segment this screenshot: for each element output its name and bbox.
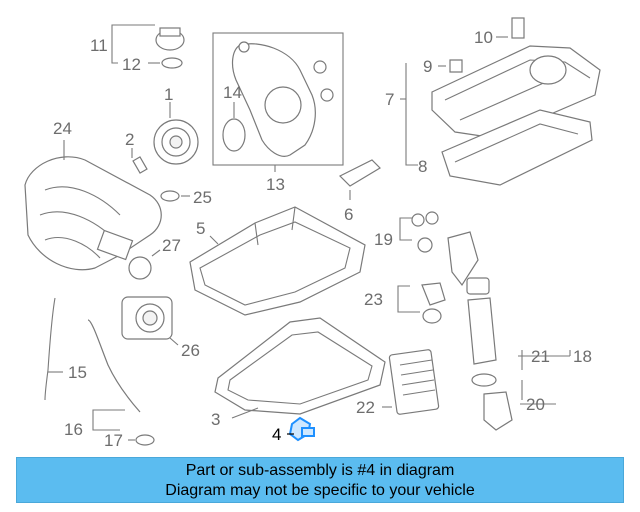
group-box-13 [212,32,344,166]
callout-1: 1 [164,85,173,104]
filter-cap-20 [483,391,513,431]
part-notice-banner: Part or sub-assembly is #4 in diagram Di… [16,457,624,503]
callout-25: 25 [193,188,212,207]
o-ring-17 [135,434,155,446]
bolt-9 [449,59,463,73]
seal-23 [421,282,446,306]
callout-9: 9 [423,57,432,76]
dipstick-tube [87,319,141,413]
callout-8: 8 [418,157,427,176]
cover-plug [320,88,334,102]
callout-15: 15 [68,363,87,382]
callout-18: 18 [573,347,592,366]
gasket-25 [160,190,180,202]
sensor-6 [338,159,381,187]
callout-26: 26 [181,341,200,360]
callout-16: 16 [64,420,83,439]
callout-12: 12 [122,55,141,74]
callout-27: 27 [162,236,181,255]
bolt-2 [131,148,148,174]
callout-23: 23 [364,290,383,309]
timing-cover-bolt [238,41,250,53]
callout-19: 19 [374,230,393,249]
oil-filler-cap [111,24,185,69]
banner-line-2: Diagram may not be specific to your vehi… [165,482,475,499]
oil-filter-group [397,211,571,431]
drain-plug-4 [287,416,315,442]
seal-ring-14 [222,118,246,152]
callout-14: 14 [223,83,242,102]
cover-plug [313,60,327,74]
filter-housing [447,231,479,287]
throttle-body [121,296,179,346]
callout-labels: 1 2 3 4 5 6 7 8 9 10 11 12 13 14 15 16 1… [53,28,592,450]
valve-cover-group [400,17,601,186]
callout-21: 21 [531,347,550,366]
valve-10 [511,17,525,39]
dipstick [44,297,56,401]
oil-filter-element [467,297,497,365]
callout-22: 22 [356,398,375,417]
callout-6: 6 [344,205,353,224]
callout-7: 7 [385,90,394,109]
intake-manifold [24,140,162,271]
callout-10: 10 [474,28,493,47]
callout-17: 17 [104,431,123,450]
timing-cover-bore [264,86,302,124]
crank-pulley [153,102,199,165]
oil-cooler [382,349,440,415]
callout-4: 4 [272,425,281,444]
callout-11: 11 [90,36,108,55]
callout-3: 3 [211,410,220,429]
upper-oil-pan [189,206,366,316]
valve-cover-gasket [441,109,593,186]
callout-20: 20 [526,395,545,414]
callout-2: 2 [125,130,134,149]
lower-oil-pan [214,317,386,419]
exploded-parts-diagram: 1 2 3 4 5 6 7 8 9 10 11 12 13 14 15 16 1… [24,17,601,450]
callout-5: 5 [196,219,205,238]
timing-cover-group [212,32,344,172]
callout-24: 24 [53,119,72,138]
banner-line-1: Part or sub-assembly is #4 in diagram [185,462,455,479]
callout-13: 13 [266,175,285,194]
throttle-gasket-27 [128,256,152,280]
